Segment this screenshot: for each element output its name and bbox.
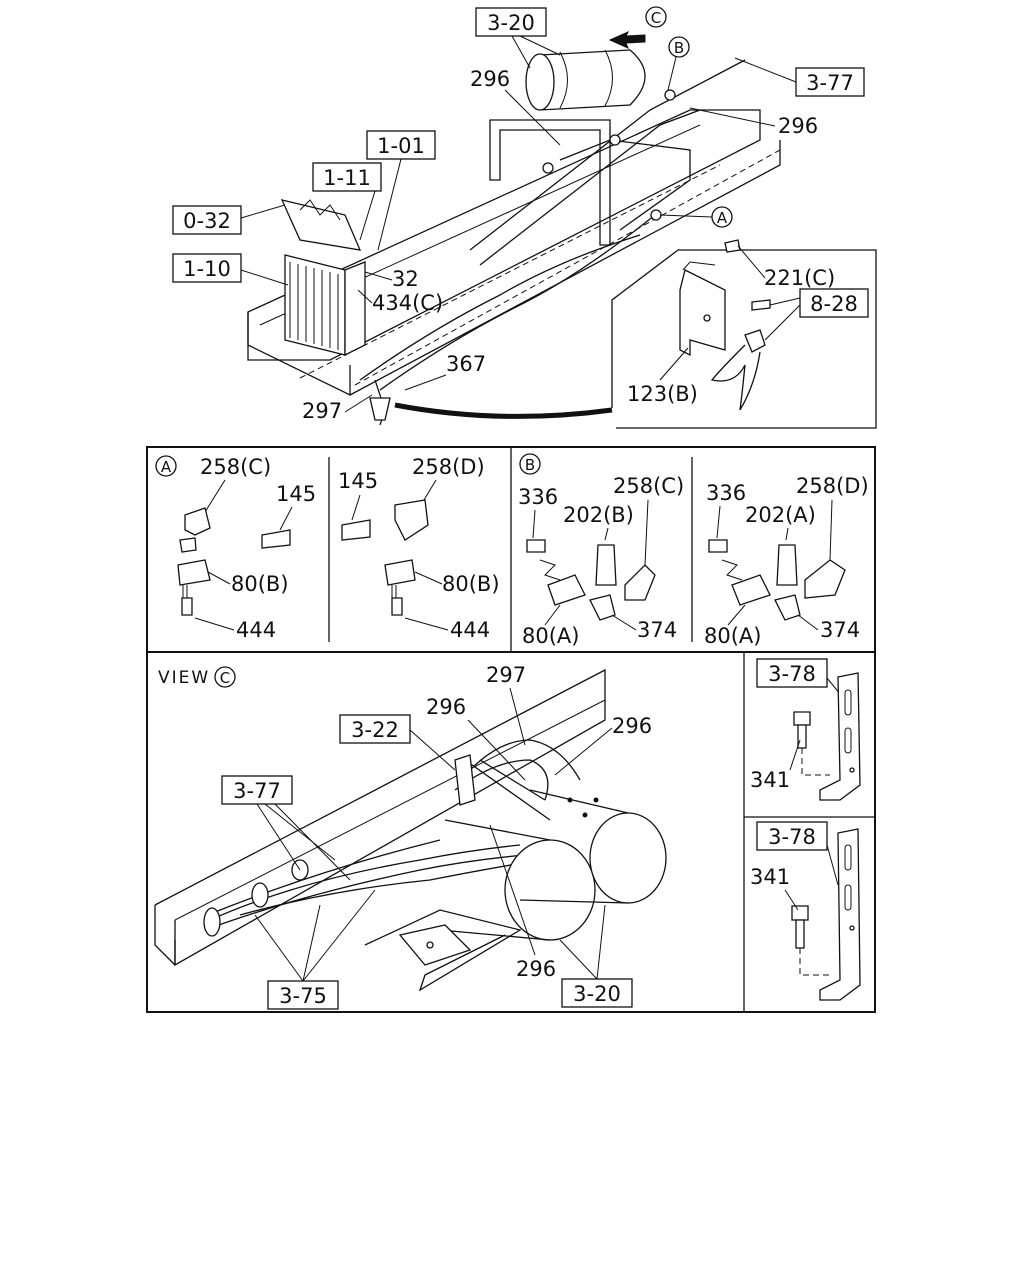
view-arrow-icon — [608, 30, 646, 49]
label-444-a: 444 — [236, 618, 276, 642]
label-341-bottom: 341 — [750, 865, 790, 889]
ref-8-28: 8-28 — [810, 292, 858, 316]
view-c-marker-circle — [214, 666, 236, 688]
label-202a: 202(A) — [745, 503, 816, 527]
label-80b-a: 80(B) — [231, 572, 289, 596]
label-296-top-b: 296 — [778, 114, 818, 138]
marker-c-text: C — [651, 9, 661, 27]
label-341-top: 341 — [750, 768, 790, 792]
label-80a-b: 80(A) — [522, 624, 579, 648]
ref-box-3-78-bottom — [756, 821, 828, 851]
label-80a-b-right: 80(A) — [704, 624, 761, 648]
side-panel-bottom: 3-78 341 — [750, 821, 861, 1001]
label-296-view-c: 296 — [516, 957, 556, 981]
marker-b-text: B — [674, 39, 684, 57]
label-258d-a: 258(D) — [412, 455, 485, 479]
ref-1-10: 1-10 — [183, 257, 231, 281]
side-panel-top: 3-78 341 — [750, 658, 861, 801]
ref-box-3-22 — [339, 714, 411, 744]
circle-marker-c — [645, 6, 667, 28]
ref-box-0-32 — [172, 205, 242, 235]
radiator — [284, 254, 366, 357]
ref-3-77-top: 3-77 — [806, 71, 854, 95]
circle-marker-b — [668, 36, 690, 58]
detail-b-marker-circle — [519, 453, 541, 475]
inset-bracket-detail: 221(C) 8-28 123(B) — [611, 239, 877, 429]
label-296-top-a: 296 — [470, 67, 510, 91]
label-297-view: 297 — [486, 663, 526, 687]
ref-box-3-78-top — [756, 658, 828, 688]
label-258d-b: 258(D) — [796, 474, 869, 498]
ref-1-01: 1-01 — [377, 134, 425, 158]
label-297-top: 297 — [302, 399, 342, 423]
label-296-view-a: 296 — [426, 695, 466, 719]
label-202b: 202(B) — [563, 503, 634, 527]
air-tank-top — [525, 49, 646, 111]
ref-3-78-bottom: 3-78 — [768, 825, 816, 849]
label-145-a-right: 145 — [338, 469, 378, 493]
label-32: 32 — [392, 267, 419, 291]
label-258c-b: 258(C) — [613, 474, 684, 498]
label-374-b: 374 — [637, 618, 677, 642]
top-assembly-view: C B A 3-20 3-77 1-01 1-11 0-32 1-10 296 … — [172, 6, 877, 429]
ref-box-3-20-top — [475, 7, 547, 37]
ref-box-1-10 — [172, 253, 242, 283]
label-434c: 434(C) — [372, 291, 443, 315]
label-367: 367 — [446, 352, 486, 376]
label-145-a: 145 — [276, 482, 316, 506]
marker-a-text: A — [717, 209, 728, 227]
ref-3-77-view: 3-77 — [233, 779, 281, 803]
ref-box-8-28 — [799, 288, 869, 318]
label-374-b-right: 374 — [820, 618, 860, 642]
detail-a-marker-circle — [155, 455, 177, 477]
label-80b-a-right: 80(B) — [442, 572, 500, 596]
label-258c-a: 258(C) — [200, 455, 271, 479]
view-c-panel: VIEW C — [146, 651, 876, 1013]
label-296-view-b: 296 — [612, 714, 652, 738]
ref-3-22: 3-22 — [351, 718, 399, 742]
label-123b: 123(B) — [627, 382, 698, 406]
ref-3-78-top: 3-78 — [768, 662, 816, 686]
ref-3-75: 3-75 — [279, 984, 327, 1008]
label-221c: 221(C) — [764, 266, 835, 290]
ref-1-11: 1-11 — [323, 166, 371, 190]
label-336-b-right: 336 — [706, 481, 746, 505]
ref-0-32: 0-32 — [183, 209, 231, 233]
view-c-title: VIEW — [158, 668, 210, 688]
view-c-marker: C — [220, 669, 230, 687]
ref-3-20-view: 3-20 — [573, 982, 621, 1006]
label-444-a-right: 444 — [450, 618, 490, 642]
ref-3-20-top: 3-20 — [487, 11, 535, 35]
detail-b-marker: B — [525, 456, 535, 474]
ref-box-1-11 — [312, 162, 382, 192]
air-tank-left — [439, 819, 596, 941]
detail-a-marker: A — [161, 458, 172, 476]
label-336-b: 336 — [518, 485, 558, 509]
pipe-end-a — [650, 209, 662, 221]
detail-panel: A 258(C) 145 80(B) 444 145 258(D) 80(B) … — [146, 446, 876, 653]
